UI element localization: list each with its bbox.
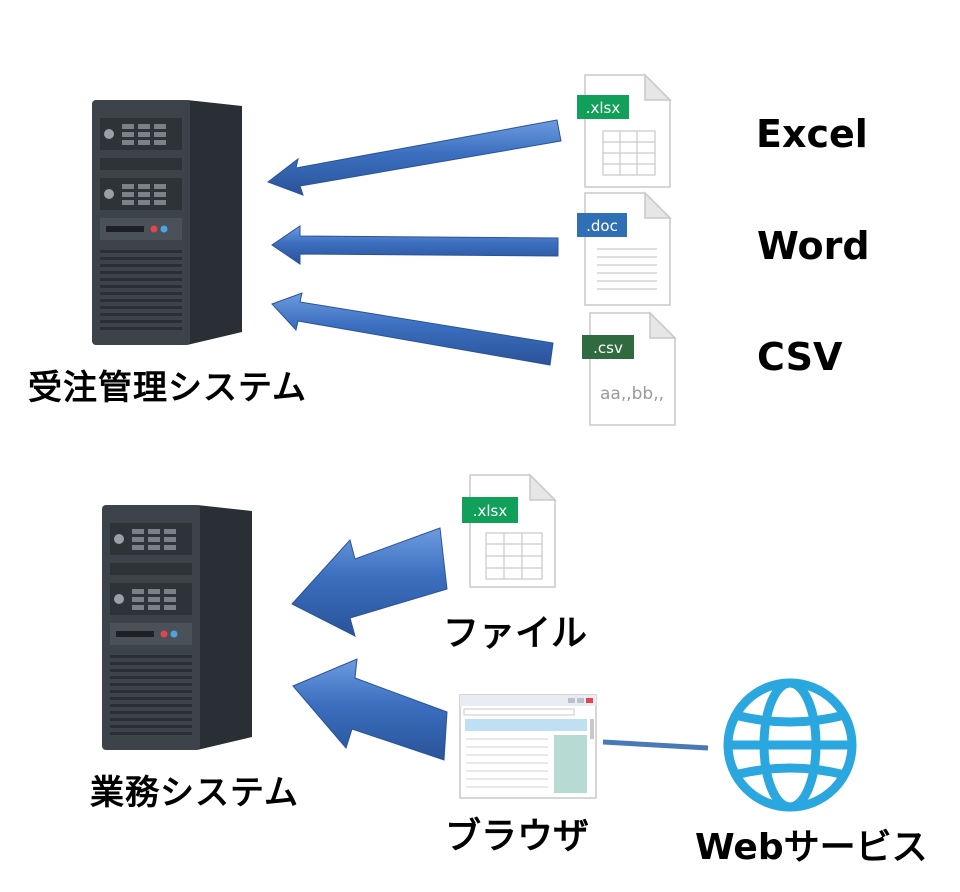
word-label: Word (757, 224, 870, 268)
arrow-icon-word (271, 225, 559, 265)
business-system-label: 業務システム (90, 773, 299, 813)
xlsx-tag-text: .xlsx (586, 99, 621, 117)
globe-icon (723, 678, 857, 812)
arrow-icon-excel (266, 119, 562, 196)
doc-tag-text: .doc (586, 217, 618, 235)
server-icon-order-system (92, 100, 242, 345)
arrow-icon-file (291, 527, 448, 637)
doc-file-icon: .doc (577, 192, 671, 306)
bottom-xlsx-tag-text: .xlsx (473, 502, 508, 520)
csv-label: CSV (757, 335, 843, 379)
arrow-icon-browser (292, 658, 448, 761)
connector-line (602, 739, 709, 751)
browser-label: ブラウザ (445, 816, 590, 857)
web-service-label: Webサービス (695, 827, 928, 868)
csv-file-icon: .csv aa,,bb,, (582, 312, 676, 426)
arrow-icon-csv (271, 292, 554, 366)
xlsx-file-icon-bottom: .xlsx (462, 474, 556, 588)
csv-tag-text: .csv (593, 339, 623, 357)
server-icon-business-system (102, 505, 252, 750)
file-label: ファイル (443, 613, 588, 654)
csv-sample-text: aa,,bb,, (600, 384, 664, 404)
order-system-label: 受注管理システム (28, 368, 307, 408)
excel-label: Excel (756, 112, 868, 156)
browser-icon (459, 694, 597, 799)
xlsx-file-icon: .xlsx (577, 74, 671, 188)
